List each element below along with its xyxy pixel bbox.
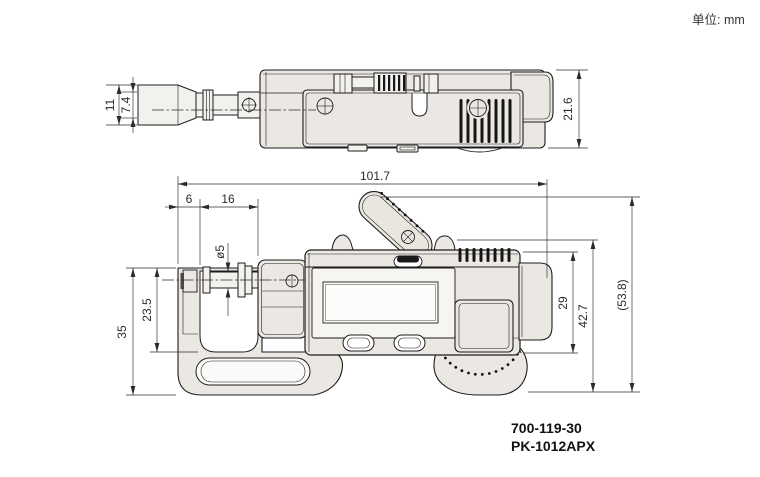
dim-label-42-7: 42.7 xyxy=(576,304,590,328)
dim-label-21-6: 21.6 xyxy=(561,97,575,121)
dim-label-16: 16 xyxy=(221,192,235,206)
model-number: PK-1012APX xyxy=(511,437,596,454)
function-button xyxy=(342,334,375,352)
unit-note: 单位: mm xyxy=(692,13,745,27)
top-view: 11 7.4 21.6 xyxy=(103,69,588,153)
dim-label-53-8: (53.8) xyxy=(615,279,629,310)
dim-label-dia5: ø5 xyxy=(213,245,227,259)
dim-label-11: 11 xyxy=(103,98,117,111)
lcd-screen xyxy=(322,281,439,324)
top-view-dimensions: 11 7.4 21.6 xyxy=(103,69,588,149)
zero-button xyxy=(393,334,426,352)
dim-label-6: 6 xyxy=(186,192,193,206)
order-number: 700-119-30 xyxy=(511,420,582,436)
battery-door xyxy=(454,299,514,353)
dim-label-29: 29 xyxy=(556,296,570,310)
front-view-dimensions: 101.7 6 16 ø5 23.5 35 29 42 xyxy=(115,169,640,396)
front-view: 101.7 6 16 ø5 23.5 35 29 42 xyxy=(115,169,640,396)
front-grip-ribs xyxy=(458,248,511,262)
dim-label-23-5: 23.5 xyxy=(140,298,154,322)
dim-label-35: 35 xyxy=(115,325,129,339)
dim-label-7-4: 7.4 xyxy=(119,96,133,113)
dim-label-101-7: 101.7 xyxy=(360,169,390,183)
part-numbers: 700-119-30 PK-1012APX xyxy=(511,420,595,456)
end-cap xyxy=(518,262,553,341)
